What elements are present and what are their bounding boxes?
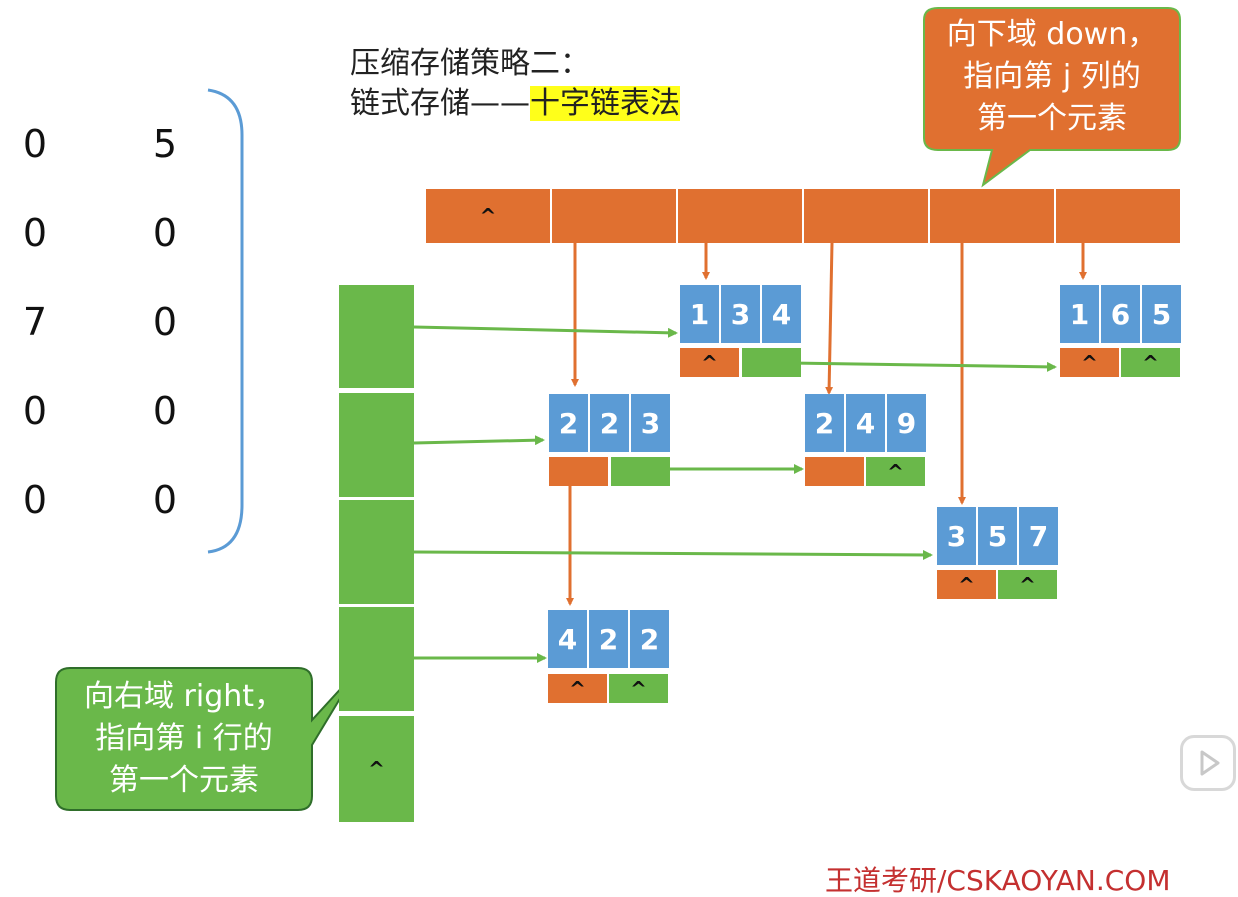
node-row: 4 xyxy=(548,610,587,668)
title-highlight: 十字链表法 xyxy=(530,86,680,121)
row-head xyxy=(339,500,414,604)
callout-line: 指向第 i 行的 xyxy=(95,721,273,756)
down-arrow xyxy=(825,242,834,395)
node-value: 5 xyxy=(1142,285,1181,343)
matrix-cell: 7 xyxy=(22,300,48,344)
node-row: 2 xyxy=(549,394,588,452)
node-col: 2 xyxy=(589,610,628,668)
title-line-1: 压缩存储策略二： xyxy=(350,46,590,81)
node-down: ^ xyxy=(680,348,739,377)
matrix-cell: 0 xyxy=(152,211,178,255)
matrix-cell: 0 xyxy=(152,389,178,433)
callout-line: 第一个元素 xyxy=(977,101,1127,136)
title-line-2-prefix: 链式存储—— xyxy=(350,86,530,121)
node-col: 2 xyxy=(590,394,629,452)
node-value: 2 xyxy=(630,610,669,668)
right-callout: 向右域 right， 指向第 i 行的 第一个元素 xyxy=(56,676,312,802)
title-line-2: 链式存储——十字链表法 xyxy=(350,84,680,124)
row-head xyxy=(339,285,414,388)
node-row: 2 xyxy=(805,394,844,452)
column-head: ^ xyxy=(426,189,550,243)
node-right xyxy=(742,348,801,377)
node-right xyxy=(611,457,670,486)
node-right: ^ xyxy=(866,457,925,486)
right-arrow xyxy=(413,549,933,560)
right-arrow xyxy=(789,361,1057,372)
node-right: ^ xyxy=(998,570,1057,599)
row-head: ^ xyxy=(339,716,414,822)
column-head xyxy=(552,189,676,243)
column-head xyxy=(1056,189,1180,243)
column-head xyxy=(930,189,1054,243)
row-head xyxy=(339,607,414,711)
node-down: ^ xyxy=(548,674,607,703)
node-value: 7 xyxy=(1019,507,1058,565)
node-col: 4 xyxy=(846,394,885,452)
column-head xyxy=(678,189,802,243)
down-callout-shape xyxy=(923,7,1181,188)
callout-line: 向下域 down， xyxy=(946,17,1158,52)
node-right: ^ xyxy=(1121,348,1180,377)
matrix-cell: 5 xyxy=(152,122,178,166)
callout-line: 指向第 j 列的 xyxy=(963,59,1141,94)
node-col: 5 xyxy=(978,507,1017,565)
down-callout: 向下域 down， 指向第 j 列的 第一个元素 xyxy=(924,14,1180,140)
node-value: 4 xyxy=(762,285,801,343)
node-col: 6 xyxy=(1101,285,1140,343)
matrix-cell: 0 xyxy=(22,389,48,433)
row-head xyxy=(339,393,414,497)
play-icon xyxy=(1200,750,1220,776)
matrix-bracket xyxy=(207,88,244,554)
node-right: ^ xyxy=(609,674,668,703)
node-down: ^ xyxy=(1060,348,1119,377)
right-arrow xyxy=(413,325,678,338)
node-down: ^ xyxy=(937,570,996,599)
matrix-cell: 0 xyxy=(22,211,48,255)
node-row: 1 xyxy=(680,285,719,343)
node-value: 3 xyxy=(631,394,670,452)
node-row: 3 xyxy=(937,507,976,565)
matrix-cell: 0 xyxy=(152,478,178,522)
right-callout-shape xyxy=(55,667,357,811)
node-down xyxy=(549,457,608,486)
node-col: 3 xyxy=(721,285,760,343)
matrix-cell: 0 xyxy=(22,122,48,166)
node-value: 9 xyxy=(887,394,926,452)
matrix-cell: 0 xyxy=(152,300,178,344)
node-down xyxy=(805,457,864,486)
watermark: 王道考研/CSKAOYAN.COM xyxy=(825,864,1171,897)
right-arrow xyxy=(413,435,545,446)
play-button[interactable] xyxy=(1180,735,1236,791)
node-row: 1 xyxy=(1060,285,1099,343)
callout-line: 第一个元素 xyxy=(109,763,259,798)
callout-line: 向右域 right， xyxy=(83,679,285,714)
column-head xyxy=(804,189,928,243)
matrix-cell: 0 xyxy=(22,478,48,522)
